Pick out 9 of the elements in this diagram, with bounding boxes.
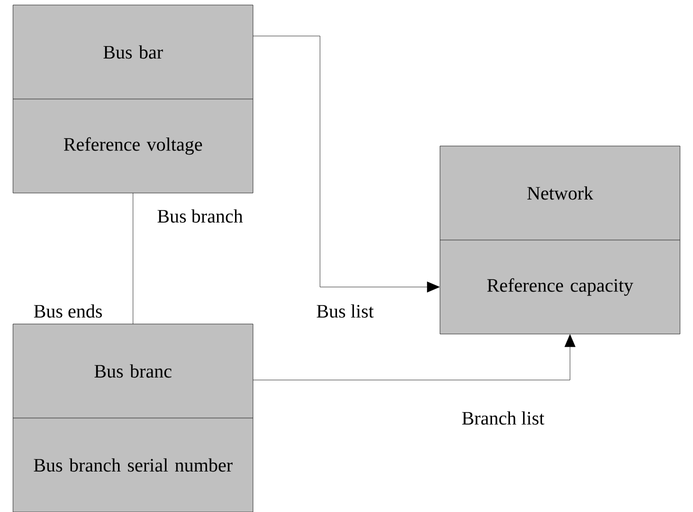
edge-label: Branch list	[462, 411, 544, 425]
class-box: Bus bar Reference voltage	[12, 4, 254, 194]
connector	[252, 334, 576, 380]
edge-label: Bus list	[316, 304, 374, 318]
class-box: Network Reference capacity	[440, 146, 680, 334]
class-box: Bus branc Bus branch serial number	[12, 324, 254, 512]
connector	[252, 36, 440, 292]
edge-label: Bus branch	[158, 209, 243, 223]
connector	[132, 192, 134, 324]
